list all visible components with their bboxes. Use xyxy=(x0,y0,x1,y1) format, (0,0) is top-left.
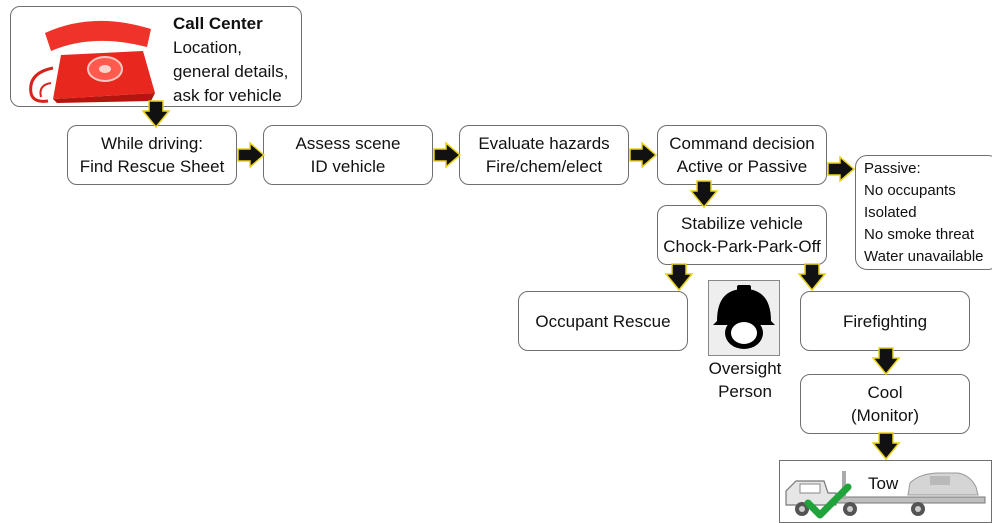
step-line: Fire/chem/elect xyxy=(485,157,603,176)
oversight-person-label: Oversight Person xyxy=(700,357,790,403)
oversight-line: Person xyxy=(718,382,772,401)
call-center-text: Call Center Location, general details, a… xyxy=(173,12,288,108)
call-center-line: ask for vehicle xyxy=(173,86,282,105)
step-line: Assess scene xyxy=(295,134,401,153)
step-firefighting: Firefighting xyxy=(800,291,970,351)
firefighter-helmet-icon xyxy=(708,280,780,356)
step-cool: Cool (Monitor) xyxy=(800,374,970,434)
oversight-line: Oversight xyxy=(708,359,782,378)
arrow-down-icon xyxy=(871,432,901,461)
arrow-down-icon xyxy=(689,180,719,209)
passive-item: Water unavailable xyxy=(864,247,984,265)
arrow-right-icon xyxy=(433,141,462,169)
step-while-driving: While driving: Find Rescue Sheet xyxy=(67,125,237,185)
step-assess-scene: Assess scene ID vehicle xyxy=(263,125,433,185)
step-occupant-rescue: Occupant Rescue xyxy=(518,291,688,351)
step-line: While driving: xyxy=(100,134,204,153)
passive-item: No smoke threat xyxy=(864,225,975,243)
call-center-line: general details, xyxy=(173,62,289,81)
tow-label: Tow xyxy=(868,474,899,493)
step-command-decision: Command decision Active or Passive xyxy=(657,125,827,185)
step-line: Chock-Park-Park-Off xyxy=(663,237,821,256)
call-center-line: Location, xyxy=(173,38,242,57)
passive-title: Passive: xyxy=(864,159,921,177)
step-line: Occupant Rescue xyxy=(535,311,671,331)
arrow-down-icon xyxy=(141,100,171,129)
arrow-down-icon xyxy=(871,347,901,376)
passive-item: Isolated xyxy=(864,203,917,221)
passive-item: No occupants xyxy=(864,181,956,199)
check-mark-icon xyxy=(804,483,852,519)
step-line: Stabilize vehicle xyxy=(681,214,803,233)
arrow-right-icon xyxy=(827,155,856,183)
call-center-title: Call Center xyxy=(173,14,263,33)
step-line: Find Rescue Sheet xyxy=(79,157,225,176)
step-line: Evaluate hazards xyxy=(478,134,610,153)
step-line: Command decision xyxy=(669,134,815,153)
step-line: (Monitor) xyxy=(850,406,919,425)
tow-truck-icon xyxy=(785,471,986,516)
red-telephone-icon xyxy=(29,20,155,103)
step-line: Active or Passive xyxy=(676,157,808,176)
step-evaluate-hazards: Evaluate hazards Fire/chem/elect xyxy=(459,125,629,185)
arrow-down-icon xyxy=(797,263,827,292)
step-line: Cool xyxy=(867,383,903,402)
tow-box: Tow xyxy=(779,460,992,523)
step-line: Firefighting xyxy=(842,311,928,331)
step-stabilize-vehicle: Stabilize vehicle Chock-Park-Park-Off xyxy=(657,205,827,265)
step-line: ID vehicle xyxy=(310,157,386,176)
arrow-down-icon xyxy=(664,263,694,292)
call-center-box: Call Center Location, general details, a… xyxy=(10,6,302,107)
arrow-right-icon xyxy=(237,141,266,169)
passive-box: Passive: No occupants Isolated No smoke … xyxy=(855,155,992,270)
arrow-right-icon xyxy=(629,141,658,169)
